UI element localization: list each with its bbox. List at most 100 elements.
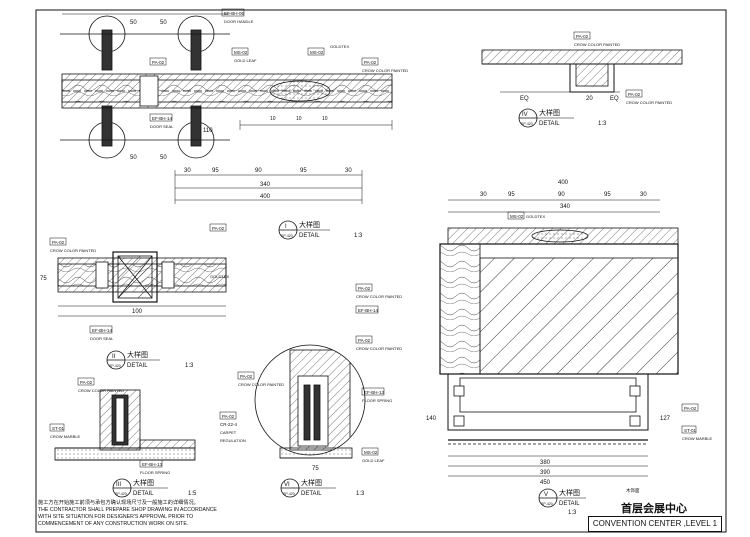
tag-door-seal: DOOR SEAL [150,124,174,129]
tag-cr-22-4: CR-22-4 [220,422,238,427]
dim-95-V-a: 95 [508,192,515,198]
note-line-4: COMMENCEMENT OF ANY CONSTRUCTION WORK ON… [38,521,189,527]
detail-scale-I: 1:3 [354,233,363,239]
tag-pa-02-V-b: PA-02 [358,338,371,343]
tag-crow-color-IV-b: CROW COLOR PAINTED [626,100,672,105]
dim-400-a: 400 [260,194,271,200]
tag-ef-bh-13-VI: EF-BH-13 [364,390,385,395]
dim-10-row-c: 10 [322,116,328,122]
dim-380-V: 380 [540,460,551,466]
detail-id-II: II [112,354,116,360]
tag-door-seal-II: DOOR SEAL [90,336,114,341]
detail-title-cn-II: 大样图 [127,350,148,359]
tag-carpet: CARPET [220,430,237,435]
dim-90-V: 90 [558,192,565,198]
tag-crow-color-IV-a: CROW COLOR PAINTED [574,42,620,47]
title-block-cn: 首层会展中心 [621,502,687,515]
detail-title-cn-III: 大样图 [133,478,154,487]
tag-door-handle: DOOR HANDLE [224,19,254,24]
tag-ms-02-a: MS-02 [234,50,248,55]
detail-title-en-II: DETAIL [127,363,148,369]
tag-crow-marble-III: CROW MARBLE [50,434,81,439]
detail-VI-enlargement [254,344,366,459]
detail-II-section [57,251,227,317]
tag-pa-02-II-b: PA-02 [52,240,65,245]
tag-goldtex-V: GOLDTEX [526,214,545,219]
tag-pa-02-VI-b: PA-02 [222,414,235,419]
detail-id-V: V [544,492,548,498]
detail-id-VI: VI [284,482,290,488]
tag-pa-02-IV-b: PA-02 [628,92,641,97]
detail-title-cn-V: 大样图 [559,488,580,497]
detail-sheet-VI: SP-420 [283,492,295,496]
tag-floor-spring-VI: FLOOR SPRING [362,398,392,403]
tag-ef-bh-06: EF-BH-06 [224,11,245,16]
detail-title-cn-I: 大样图 [299,220,320,229]
dim-75-II: 75 [40,276,47,282]
detail-III-section [54,389,196,461]
tag-ef-bh-13-III: EF-BH-13 [142,462,163,467]
dim-340-a: 340 [260,182,271,188]
dim-75-VI: 75 [312,466,319,472]
dim-50-bot-b: 50 [160,155,167,161]
detail-door-plan-top: 50 50 50 50 110 10 10 10 EF-BH-06 DOOR H… [60,8,408,161]
dim-450-V: 450 [540,480,551,486]
detail-scale-VI: 1:3 [356,491,365,497]
detail-title-en-III: DETAIL [133,491,154,497]
detail-id-I: I [285,224,287,230]
tag-ms-02-V: MS-02 [510,214,524,219]
detail-sheet-IV: SP-420 [521,122,533,126]
tag-ef-bh-14-II: EF-BH-14 [92,328,113,333]
sheet-border [35,9,727,533]
tag-ef-bh-14-V: EF-BH-14 [358,308,379,313]
tag-ef-bh-14: EF-BH-14 [152,116,173,121]
dim-20-IV: 20 [586,96,593,102]
detail-title-en-IV: DETAIL [539,121,560,127]
dim-110: 110 [203,128,213,134]
tag-pa-02-III-a: PA-02 [80,380,93,385]
tag-pa-02-II-a: PA-02 [212,226,225,231]
dim-127-V: 127 [660,416,671,422]
detail-sheet-I: SP-420 [281,234,293,238]
dimension-chain-mid [174,170,363,204]
tag-pa-02-VI-a: PA-02 [240,374,253,379]
tag-ms-02-VI: MS-02 [364,450,378,455]
tag-crow-color-V-b: CROW COLOR PAINTED [356,346,402,351]
tag-floor-spring-III: FLOOR SPRING [140,470,170,475]
detail-scale-V: 1:3 [568,510,577,516]
dim-50-bot: 50 [130,155,137,161]
dim-400-V: 400 [558,180,569,186]
detail-title-cn-VI: 大样图 [301,478,322,487]
dim-eq-b: EQ [610,96,619,102]
dim-30-a: 30 [184,168,191,174]
dim-50-top: 50 [130,20,137,26]
title-block-en: CONVENTION CENTER ,LEVEL 1 [588,516,722,532]
tag-crow-marble-V: CROW MARBLE [682,436,713,441]
tag-crow-color-II: CROW COLOR PAINTED [50,248,96,253]
note-line-3: WITH SITE SITUATION FOR DESIGNER'S APPRO… [38,514,194,520]
detail-title-en-I: DETAIL [299,233,320,239]
dim-30-b: 30 [345,168,352,174]
tag-pa-02-V-c: PA-02 [684,406,697,411]
detail-title-cn-IV: 大样图 [539,108,560,117]
note-line-1: 施工方在开始施工前须与承包方确认现场尺寸及一般施工的详细情况。 [38,500,199,506]
dim-30-V-a: 30 [480,192,487,198]
tag-pa-02-b: PA-02 [364,60,377,65]
tag-gold-leaf-a: GOLD LEAF [234,58,257,63]
tag-ms-02-b: MS-02 [310,50,324,55]
tag-pa-02-IV-a: PA-02 [576,34,589,39]
detail-sheet-V: SP-420 [541,502,553,506]
dim-340-V: 340 [560,204,571,210]
tag-crow-color-V-a: CROW COLOR PAINTED [356,294,402,299]
dim-10-row: 10 [270,116,276,122]
detail-title-en-VI: DETAIL [301,491,322,497]
tag-st-01-III: ST-01 [52,426,65,431]
tag-crow-color-VI: CROW COLOR PAINTED [238,382,284,387]
dim-390-V: 390 [540,470,551,476]
tag-cn-label-V: 木饰面 [626,487,640,494]
tag-goldtex-II: GOLDTEX [210,274,229,279]
tag-crow-color-a: CROW COLOR PAINTED [362,68,408,73]
dim-95-V-b: 95 [604,192,611,198]
tag-st-01-V: ST-01 [684,428,697,433]
